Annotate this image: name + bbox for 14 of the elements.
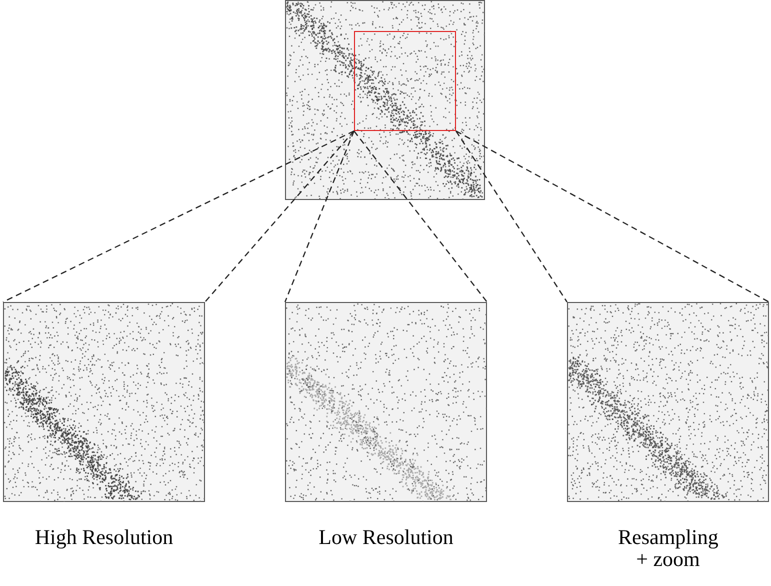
dashed-line [456,130,568,302]
node-label: Low Resolution [318,526,454,548]
dashed-line [204,130,354,302]
picture [567,302,769,502]
node-label: Resampling + zoom [618,526,718,570]
dashed-line [456,130,770,303]
picture [3,302,205,502]
node-label: High Resolution [34,526,174,548]
dashed-line [354,130,488,302]
dashed-line [2,130,354,303]
zoom-region-box [354,31,456,131]
picture [285,302,487,502]
dashed-line [284,130,355,302]
picture [285,0,485,200]
